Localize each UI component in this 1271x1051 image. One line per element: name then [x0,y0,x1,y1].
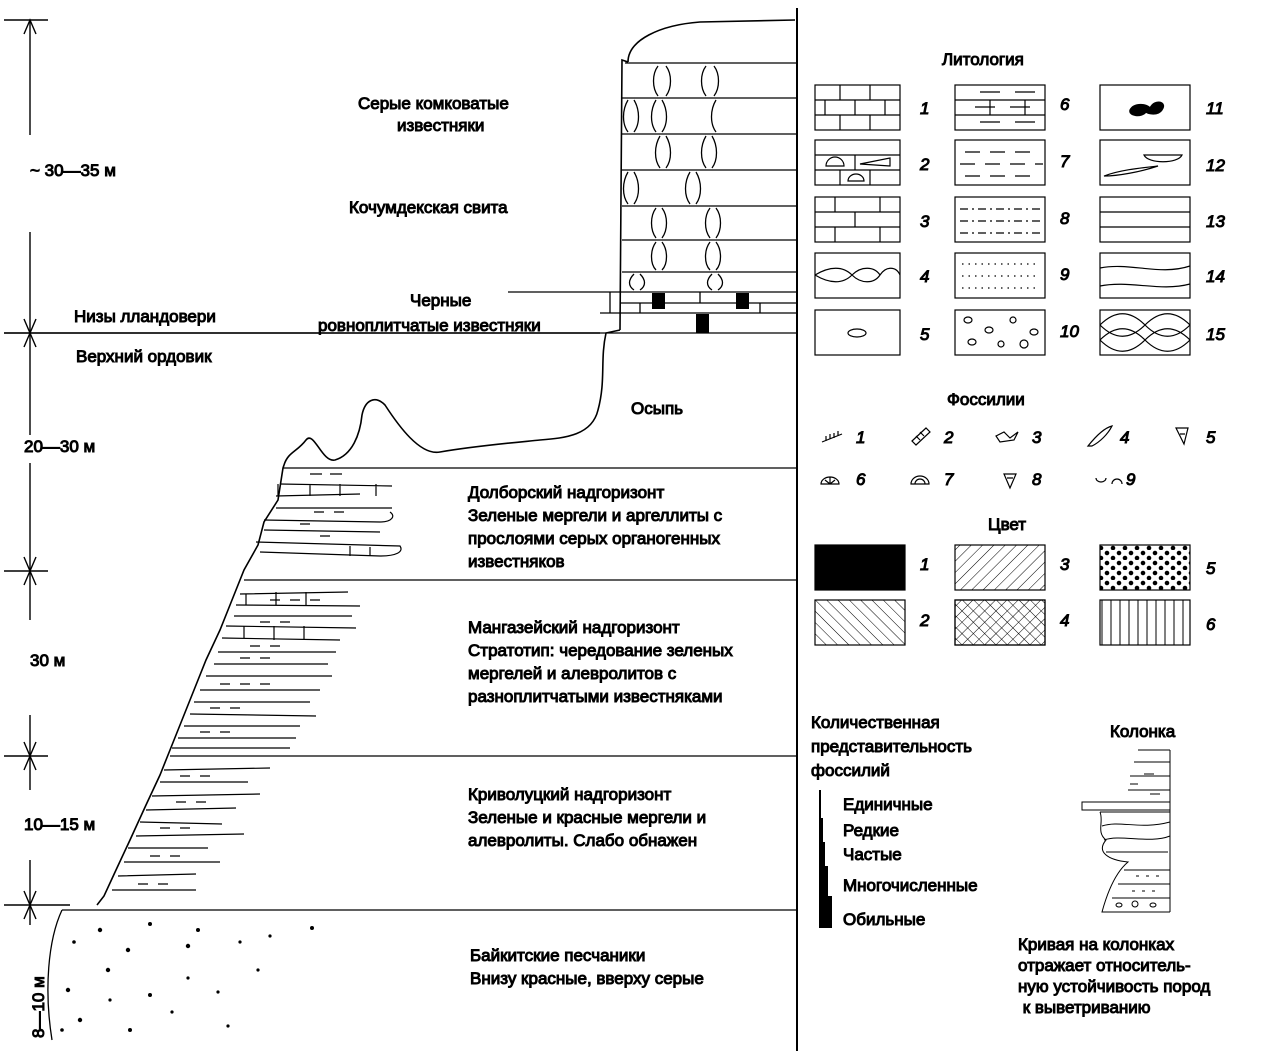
lith-num-15: 15 [1206,325,1225,344]
color-num-5: 5 [1206,559,1216,578]
unit-top-title-line1: Серые комковатые [358,94,509,113]
baikit-line2: Внизу красные, вверху серые [470,969,704,988]
curve-note-line1: Кривая на колонках [1018,935,1175,954]
color-num-2: 2 [919,611,930,630]
color-num-6: 6 [1206,615,1216,634]
brachiopod-icon [820,476,840,485]
age-upper-label: Низы лландовери [74,307,216,326]
fossil-num-7: 7 [944,470,954,489]
krivoluts-line1: Криволуцкий надгоризонт [468,785,672,804]
thickness-label-5: 8—10 м [29,976,48,1038]
mini-column [1081,749,1171,913]
fossil-icons [820,425,1189,490]
color-num-1: 1 [920,555,929,574]
thickness-label-4: 10—15 м [24,815,95,834]
lith-num-2: 2 [919,155,930,174]
dolbor-line3: прослоями серых органогенных [468,529,720,548]
lith-num-8: 8 [1060,209,1070,228]
lith-num-1: 1 [920,99,929,118]
lith-num-12: 12 [1206,156,1225,175]
ostracod-icon [1095,477,1123,485]
thickness-label-3: 30 м [30,651,65,670]
age-lower-label: Верхний ордовик [76,347,212,366]
lower-sequence-layers [62,467,797,911]
cephalopod-icon [1086,425,1114,447]
quantity-level-4: Многочисленные [843,876,978,895]
unit-top-title-line2: известняки [397,116,484,135]
unit-suite-label: Кочумдекская свита [349,198,508,217]
crinoid-icon [911,427,931,446]
trilobite-icon [1003,473,1017,490]
baikit-line1: Байкитские песчаники [470,946,645,965]
lith-num-13: 13 [1206,212,1225,231]
lith-num-11: 11 [1206,99,1224,118]
dolbor-line1: Долборский надгоризонт [468,483,664,502]
color-swatches [814,544,1191,646]
mangazey-line3: мергелей и алевролитов с [468,664,677,683]
unit-black-line2: ровноплитчатые известняки [318,316,541,335]
dolbor-line4: известняков [468,552,565,571]
black-limestone-mark [652,293,665,309]
krivoluts-line2: Зеленые и красные мергели и [468,808,706,827]
mangazey-line2: Стратотип: чередование зеленых [468,641,733,660]
lith-num-4: 4 [920,267,929,286]
fossil-num-5: 5 [1206,428,1216,447]
fossil-num-2: 2 [943,428,954,447]
dolbor-line2: Зеленые мергели и аргеллиты с [468,506,723,525]
quantity-level-1: Единичные [843,795,933,814]
thickness-label-2: 20—30 м [24,437,95,456]
mangazey-line1: Мангазейский надгоризонт [468,618,680,637]
mangazey-line4: разноплитчатыми известняками [468,687,723,706]
coral-icon [995,431,1019,443]
lith-num-6: 6 [1060,95,1070,114]
color-num-4: 4 [1060,611,1069,630]
curve-note-line3: ную устойчивость пород [1018,977,1210,996]
curve-note-line2: отражает относитель- [1018,956,1191,975]
thickness-label-1: ~ 30—35 м [30,161,116,180]
lithology-title: Литология [942,50,1024,69]
lith-num-3: 3 [920,212,930,231]
quantity-level-5: Обильные [843,910,925,929]
fossil-num-4: 4 [1120,428,1129,447]
lithology-swatches [814,84,1191,356]
lith-num-14: 14 [1206,267,1225,286]
fossil-num-8: 8 [1032,470,1042,489]
gastropod-icon [910,475,930,485]
limestone-block [4,62,797,334]
quantity-title-line2: представительность [811,737,972,756]
fossil-num-3: 3 [1032,428,1042,447]
color-title: Цвет [988,515,1026,534]
quantity-level-3: Частые [843,845,902,864]
fossil-num-1: 1 [856,428,865,447]
lith-num-7: 7 [1060,152,1070,171]
color-num-3: 3 [1060,555,1070,574]
quantity-bar [819,790,832,928]
lith-num-10: 10 [1060,322,1079,341]
column-title: Колонка [1110,722,1176,741]
quantity-title-line3: фоссилий [811,761,890,780]
unit-talus-label: Осыпь [631,399,683,418]
sandstone-edge [47,909,63,1041]
fossils-title: Фоссилии [947,390,1025,409]
curve-note-line4: к выветриванию [1018,998,1151,1017]
lith-num-9: 9 [1060,265,1070,284]
krivoluts-line3: алевролиты. Слабо обнажен [468,831,697,850]
fossil-num-9: 9 [1126,470,1136,489]
fossil-num-6: 6 [856,470,866,489]
rugose-coral-icon [1175,427,1189,446]
lith-num-5: 5 [920,325,930,344]
black-limestone-mark [736,293,749,309]
quantity-level-2: Редкие [843,821,899,840]
graptolite-icon [821,431,843,443]
quantity-title-line1: Количественная [811,713,940,732]
black-limestone-mark [696,314,709,333]
cliff-profile [96,19,796,906]
sandstone-dots [60,922,314,1032]
unit-black-line1: Черные [410,291,471,310]
